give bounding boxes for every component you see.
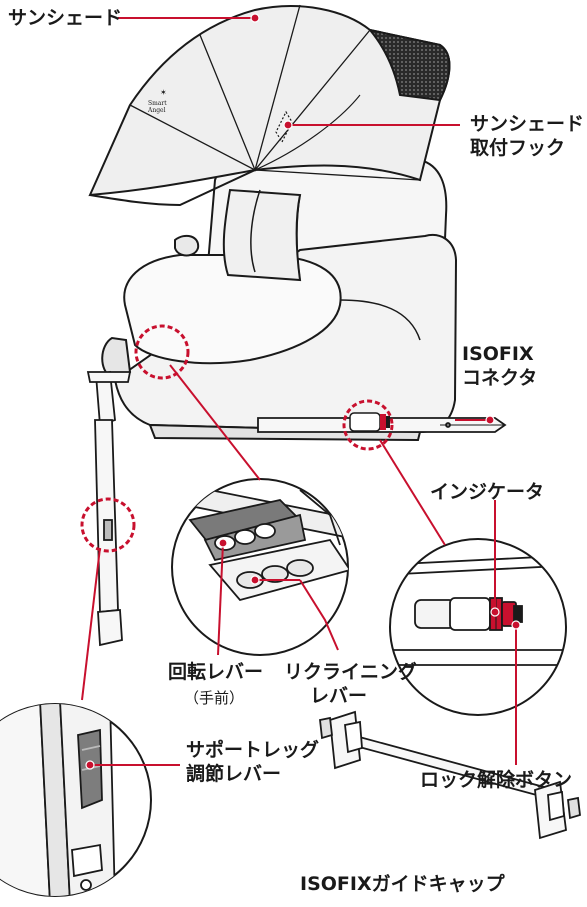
label-support-leg-2: 調節レバー (186, 763, 282, 785)
label-recline-2: レバー (310, 685, 368, 707)
lens-levers (171, 478, 349, 656)
seat-back-lines (250, 189, 421, 341)
label-indicator: インジケータ (430, 481, 545, 503)
lens-indicator (389, 538, 567, 716)
label-recline-1: リクライニング (284, 661, 418, 683)
label-rotate-lever: 回転レバー (168, 661, 264, 683)
leader-lines (81, 17, 517, 766)
lens-support-leg (0, 703, 152, 897)
label-sunshade-hook-1: サンシェード (470, 113, 585, 135)
svg-text:Angel: Angel (147, 107, 166, 114)
label-rotate-lever-note: （手前） (184, 689, 245, 707)
label-isofix-1: ISOFIX (462, 343, 534, 365)
support-leg (86, 370, 132, 647)
label-support-leg-1: サポートレッグ (186, 739, 320, 761)
isofix-indicator-small (349, 412, 390, 432)
label-isofix-2: コネクタ (462, 367, 538, 389)
brand-logo: ✶ Smart Angel (147, 88, 167, 114)
svg-text:✶: ✶ (160, 88, 167, 97)
sunshade-canopy (88, 4, 451, 207)
svg-text:Smart: Smart (148, 100, 167, 107)
label-lock-release: ロック解除ボタン (420, 769, 573, 791)
leader-dots (85, 13, 521, 770)
isofix-guide-cap (319, 710, 581, 840)
label-sunshade: サンシェード (8, 7, 123, 29)
label-sunshade-hook-2: 取付フック (470, 137, 566, 159)
highlight-circles (80, 324, 394, 553)
label-isofix-guide-cap: ISOFIXガイドキャップ (300, 873, 505, 895)
